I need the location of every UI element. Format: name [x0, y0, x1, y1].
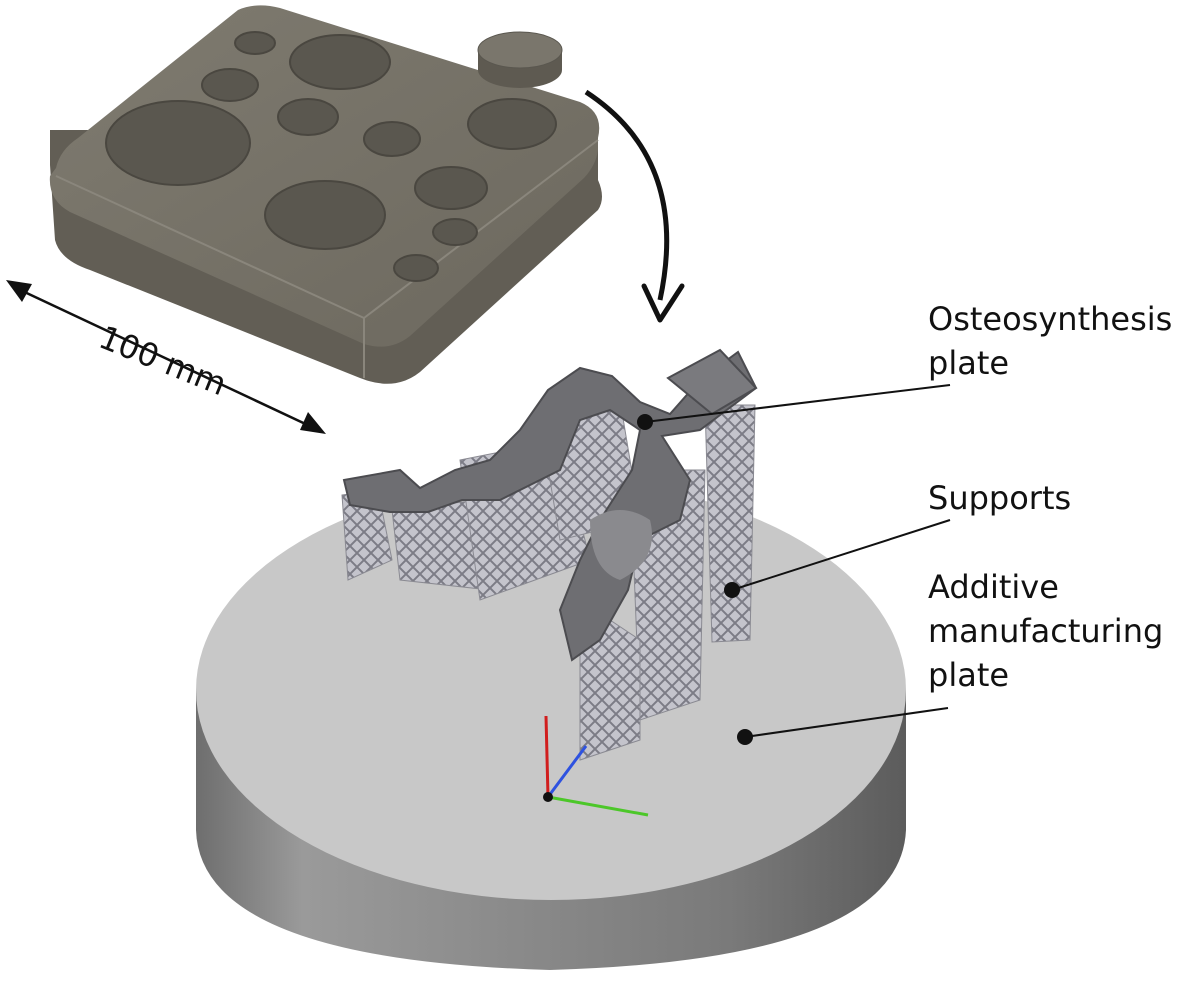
tray-hole	[289, 34, 391, 90]
label-am-line2: manufacturing	[928, 612, 1164, 650]
tray-hole	[105, 100, 251, 186]
tray-hole	[393, 254, 439, 282]
callout-am-dot	[737, 729, 753, 745]
callout-supports-line	[731, 519, 951, 591]
arrowhead-left-icon	[6, 280, 32, 302]
label-am-line1: Additive	[928, 568, 1059, 606]
tray-holes	[105, 31, 557, 282]
axis-x-line	[544, 715, 550, 798]
tray-hole	[277, 98, 339, 136]
callout-osteosynthesis-dot	[637, 414, 653, 430]
label-am-line3: plate	[928, 656, 1010, 694]
tray-hole	[201, 68, 259, 102]
tray-hole	[467, 98, 557, 150]
label-osteosynthesis-line1: Osteosynthesis	[928, 300, 1173, 338]
dimension-arrow	[6, 280, 326, 434]
curved-arrow	[584, 89, 685, 323]
tray-plug	[477, 31, 563, 88]
tray-hole	[432, 218, 478, 246]
axis-y-line	[546, 745, 588, 798]
tray-hole	[264, 180, 386, 250]
callouts	[637, 384, 951, 745]
coordinate-axes	[543, 715, 649, 817]
plate-tab	[666, 348, 758, 416]
curved-arrowhead-icon	[641, 283, 685, 323]
label-osteosynthesis-line2: plate	[928, 344, 1010, 382]
support-lattice	[704, 404, 756, 643]
arrowhead-right-icon	[300, 412, 326, 434]
plate-body	[342, 350, 758, 662]
callout-osteosynthesis-line	[644, 384, 951, 423]
tray-hole	[363, 121, 421, 157]
osteosynthesis-plate	[342, 348, 758, 662]
tray-hole	[414, 166, 488, 210]
tray	[49, 5, 602, 384]
plate-highlight	[590, 510, 652, 580]
callout-supports-dot	[724, 582, 740, 598]
tray-top	[49, 5, 600, 347]
callout-am-line	[744, 707, 949, 738]
tray-edge-right	[363, 139, 599, 319]
label-supports: Supports	[928, 479, 1072, 517]
axis-z-line	[547, 795, 649, 817]
tray-hole	[234, 31, 276, 55]
axis-origin	[543, 792, 553, 802]
